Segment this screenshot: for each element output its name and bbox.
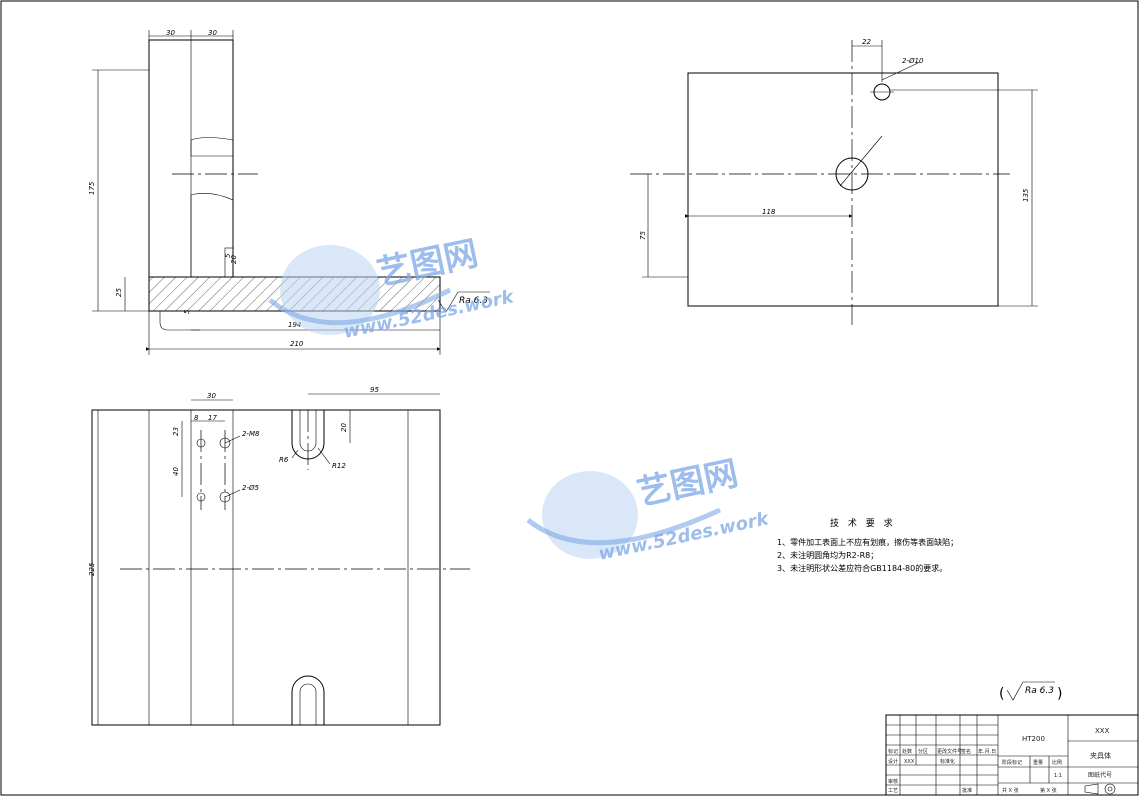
dim-front-5-top: 5 (224, 253, 232, 258)
watermark-cn-2: 艺图网 (634, 453, 742, 513)
tb-label-design: 设计 (888, 758, 898, 765)
note-2: 2、未注明圆角均为R2-R8； (777, 550, 878, 560)
watermark-logo-1: 艺图网 www.52des.work (268, 233, 516, 343)
dim-front-25: 25 (115, 288, 123, 297)
technical-requirements: 技 术 要 求 1、零件加工表面上不应有划痕，擦伤等表面缺陷； 2、未注明圆角均… (777, 517, 958, 573)
dim-side-135: 135 (1022, 188, 1030, 202)
tb-label-process: 工艺 (888, 788, 898, 794)
tb-label-mark: 标记 (888, 748, 898, 755)
dim-top-8: 8 (194, 414, 199, 422)
top-view: 30 8 17 23 40 2-M8 2-Ø5 95 20 R6 R12 225 (88, 386, 470, 726)
tb-label-change: 更改文件号 (937, 748, 962, 755)
dim-top-17: 17 (208, 414, 217, 422)
dim-side-75: 75 (639, 231, 647, 240)
dim-side-hole: 2-Ø10 (902, 57, 924, 65)
notes-title: 技 术 要 求 (830, 517, 896, 529)
dim-front-194: 194 (288, 321, 301, 329)
dim-top-m8: 2-M8 (242, 430, 260, 438)
tb-designer: XXX (904, 759, 915, 765)
dim-side-22: 22 (862, 38, 871, 46)
note-3: 3、未注明形状公差应符合GB1184-80的要求。 (777, 563, 947, 573)
tb-label-sheet: 第 X 张 (1040, 787, 1057, 794)
tb-label-review: 审核 (888, 778, 898, 785)
dim-top-225: 225 (88, 562, 96, 576)
tb-label-approve: 批准 (962, 787, 972, 794)
svg-text:(: ( (999, 686, 1004, 702)
dim-front-30a: 30 (166, 29, 175, 37)
watermark-logo-2: 艺图网 www.52des.work (526, 453, 771, 565)
tb-drawing-no: 图纸代号 (1088, 771, 1112, 779)
svg-text:): ) (1057, 686, 1062, 702)
dim-top-40: 40 (172, 467, 180, 476)
general-roughness-value: Ra 6.3 (1025, 686, 1054, 696)
dim-top-r6: R6 (279, 456, 289, 464)
tb-scale: 1:1 (1054, 773, 1062, 779)
dim-front-175: 175 (88, 181, 96, 195)
tb-material: HT200 (1022, 735, 1045, 743)
dim-side-118: 118 (762, 208, 776, 216)
dim-top-23: 23 (172, 427, 180, 436)
dim-top-pin: 2-Ø5 (242, 484, 259, 492)
tb-part-name: 夹具体 (1090, 751, 1111, 760)
dim-front-30b: 30 (208, 29, 217, 37)
dim-front-5-bottom: 5 (183, 309, 191, 314)
note-1: 1、零件加工表面上不应有划痕，擦伤等表面缺陷； (777, 537, 958, 547)
title-block: 标记 处数 分区 更改文件号 签名 年.月.日 设计 XXX 标准化 阶段标记 … (885, 714, 1139, 796)
dim-top-r12: R12 (332, 462, 346, 470)
tb-label-zone: 分区 (918, 748, 928, 755)
tb-label-standard: 标准化 (940, 758, 955, 765)
tb-label-scale: 比例 (1052, 759, 1062, 766)
tb-label-total: 共 X 张 (1002, 787, 1019, 794)
general-roughness: ( Ra 6.3 ) (999, 681, 1062, 702)
tb-label-stage: 阶段标记 (1002, 759, 1022, 766)
tb-label-count: 处数 (902, 748, 912, 755)
tb-label-sign: 签名 (961, 748, 971, 755)
dim-top-30: 30 (207, 392, 216, 400)
dim-top-20: 20 (340, 423, 348, 432)
dim-top-95: 95 (370, 386, 379, 394)
dim-front-20: 20 (230, 255, 238, 264)
projection-symbol-icon (1084, 783, 1116, 795)
front-roughness: Ra 6.3 (459, 296, 488, 306)
dim-front-210: 210 (290, 340, 304, 348)
side-view: 22 2-Ø10 118 75 135 (630, 38, 1038, 325)
tb-label-weight: 重量 (1033, 759, 1043, 766)
tb-label-date: 年.月.日 (978, 748, 996, 755)
tb-company: XXX (1095, 727, 1110, 735)
